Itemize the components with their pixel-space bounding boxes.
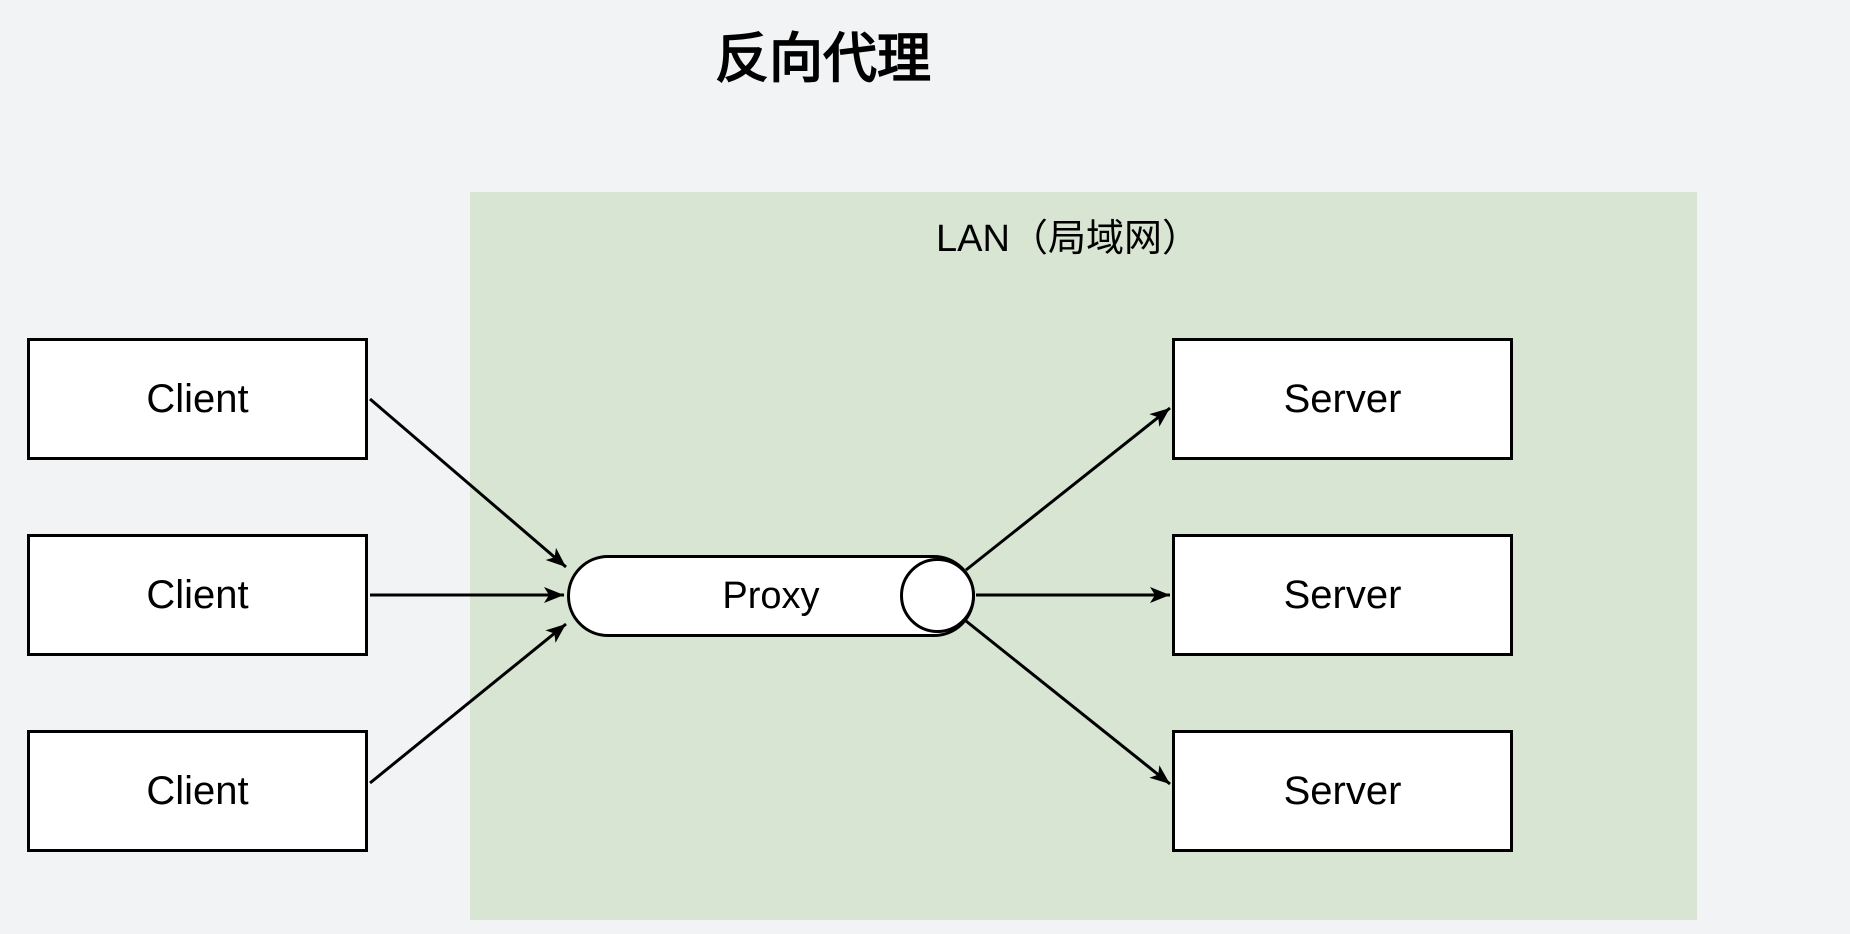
proxy-node-label: Proxy: [722, 574, 820, 617]
lan-label: LAN（局域网）: [936, 218, 1200, 260]
server-node-3-label: Server: [1283, 768, 1402, 813]
client-node-2: Client: [27, 534, 368, 656]
client-node-3-label: Client: [146, 768, 249, 813]
client-node-2-label: Client: [146, 572, 249, 617]
diagram-title: 反向代理: [715, 29, 931, 89]
server-node-2-label: Server: [1283, 572, 1402, 617]
server-node-1: Server: [1172, 338, 1513, 460]
client-node-1-label: Client: [146, 376, 249, 421]
client-node-1: Client: [27, 338, 368, 460]
server-node-3: Server: [1172, 730, 1513, 852]
server-node-2: Server: [1172, 534, 1513, 656]
proxy-cylinder-endcap: [900, 558, 975, 633]
server-node-1-label: Server: [1283, 376, 1402, 421]
client-node-3: Client: [27, 730, 368, 852]
